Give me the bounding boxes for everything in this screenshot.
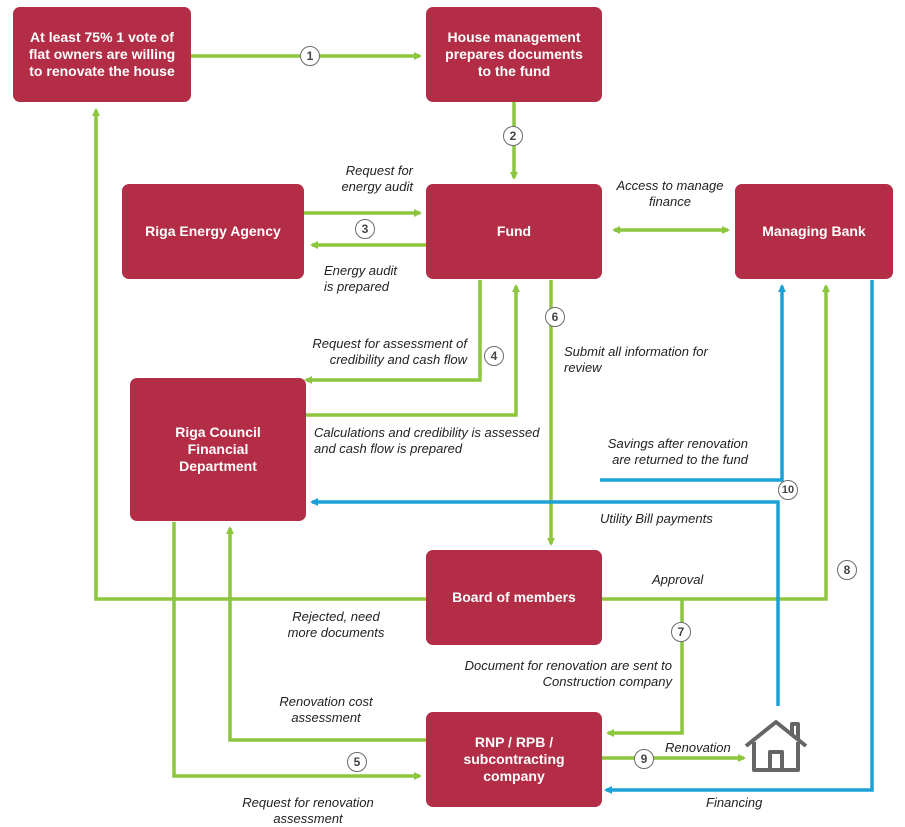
label-request-energy-audit: Request for energy audit bbox=[341, 163, 413, 194]
arrow-approval-to-bank bbox=[602, 284, 830, 601]
label-financing: Financing bbox=[706, 795, 763, 810]
label-access-manage-finance: Access to manage finance bbox=[616, 178, 724, 209]
house-icon bbox=[744, 720, 808, 772]
label-rejected: Rejected, need more documents bbox=[287, 609, 385, 640]
arrow-savings-to-bank bbox=[600, 284, 786, 482]
step-10: 10 bbox=[778, 480, 798, 500]
label-renovation: Renovation bbox=[665, 740, 731, 755]
step-4: 4 bbox=[484, 346, 504, 366]
node-owners: At least 75% 1 vote of flat owners are w… bbox=[13, 7, 191, 102]
arrow-board-to-company bbox=[606, 599, 684, 737]
label-savings: Savings after renovation are returned to… bbox=[607, 436, 748, 467]
arrow-council-to-fund bbox=[306, 284, 520, 417]
step-6: 6 bbox=[545, 307, 565, 327]
label-utility-bill: Utility Bill payments bbox=[600, 511, 713, 526]
label-approval: Approval bbox=[652, 572, 704, 587]
label-calculations: Calculations and credibility is assessed… bbox=[314, 425, 540, 456]
label-renovation-cost: Renovation cost assessment bbox=[279, 694, 373, 725]
node-fund: Fund bbox=[426, 184, 602, 279]
label-document-renovation: Document for renovation are sent to Cons… bbox=[464, 658, 672, 689]
node-riga-council: Riga Council Financial Department bbox=[130, 378, 306, 521]
arrow-utility-to-council bbox=[310, 498, 780, 706]
arrow-rejected-to-owners bbox=[92, 108, 426, 601]
step-5: 5 bbox=[347, 752, 367, 772]
node-house-management: House management prepares documents to t… bbox=[426, 7, 602, 102]
step-3: 3 bbox=[355, 219, 375, 239]
label-request-renovation: Request for renovation assessment bbox=[242, 795, 374, 826]
arrow-council-to-company bbox=[172, 522, 422, 780]
arrow-fund-to-council bbox=[304, 280, 482, 384]
node-board-of-members: Board of members bbox=[426, 550, 602, 645]
node-construction-company: RNP / RPB / subcontracting company bbox=[426, 712, 602, 807]
label-request-assessment: Request for assessment of credibility an… bbox=[312, 336, 467, 367]
node-managing-bank: Managing Bank bbox=[735, 184, 893, 279]
arrow-bank-financing bbox=[604, 280, 874, 794]
label-submit-info: Submit all information for review bbox=[564, 344, 708, 375]
step-7: 7 bbox=[671, 622, 691, 642]
arrow-company-to-council bbox=[226, 526, 426, 742]
step-2: 2 bbox=[503, 126, 523, 146]
node-riga-energy-agency: Riga Energy Agency bbox=[122, 184, 304, 279]
label-energy-audit-prepared: Energy audit is prepared bbox=[324, 263, 397, 294]
step-8: 8 bbox=[837, 560, 857, 580]
step-1: 1 bbox=[300, 46, 320, 66]
step-9: 9 bbox=[634, 749, 654, 769]
